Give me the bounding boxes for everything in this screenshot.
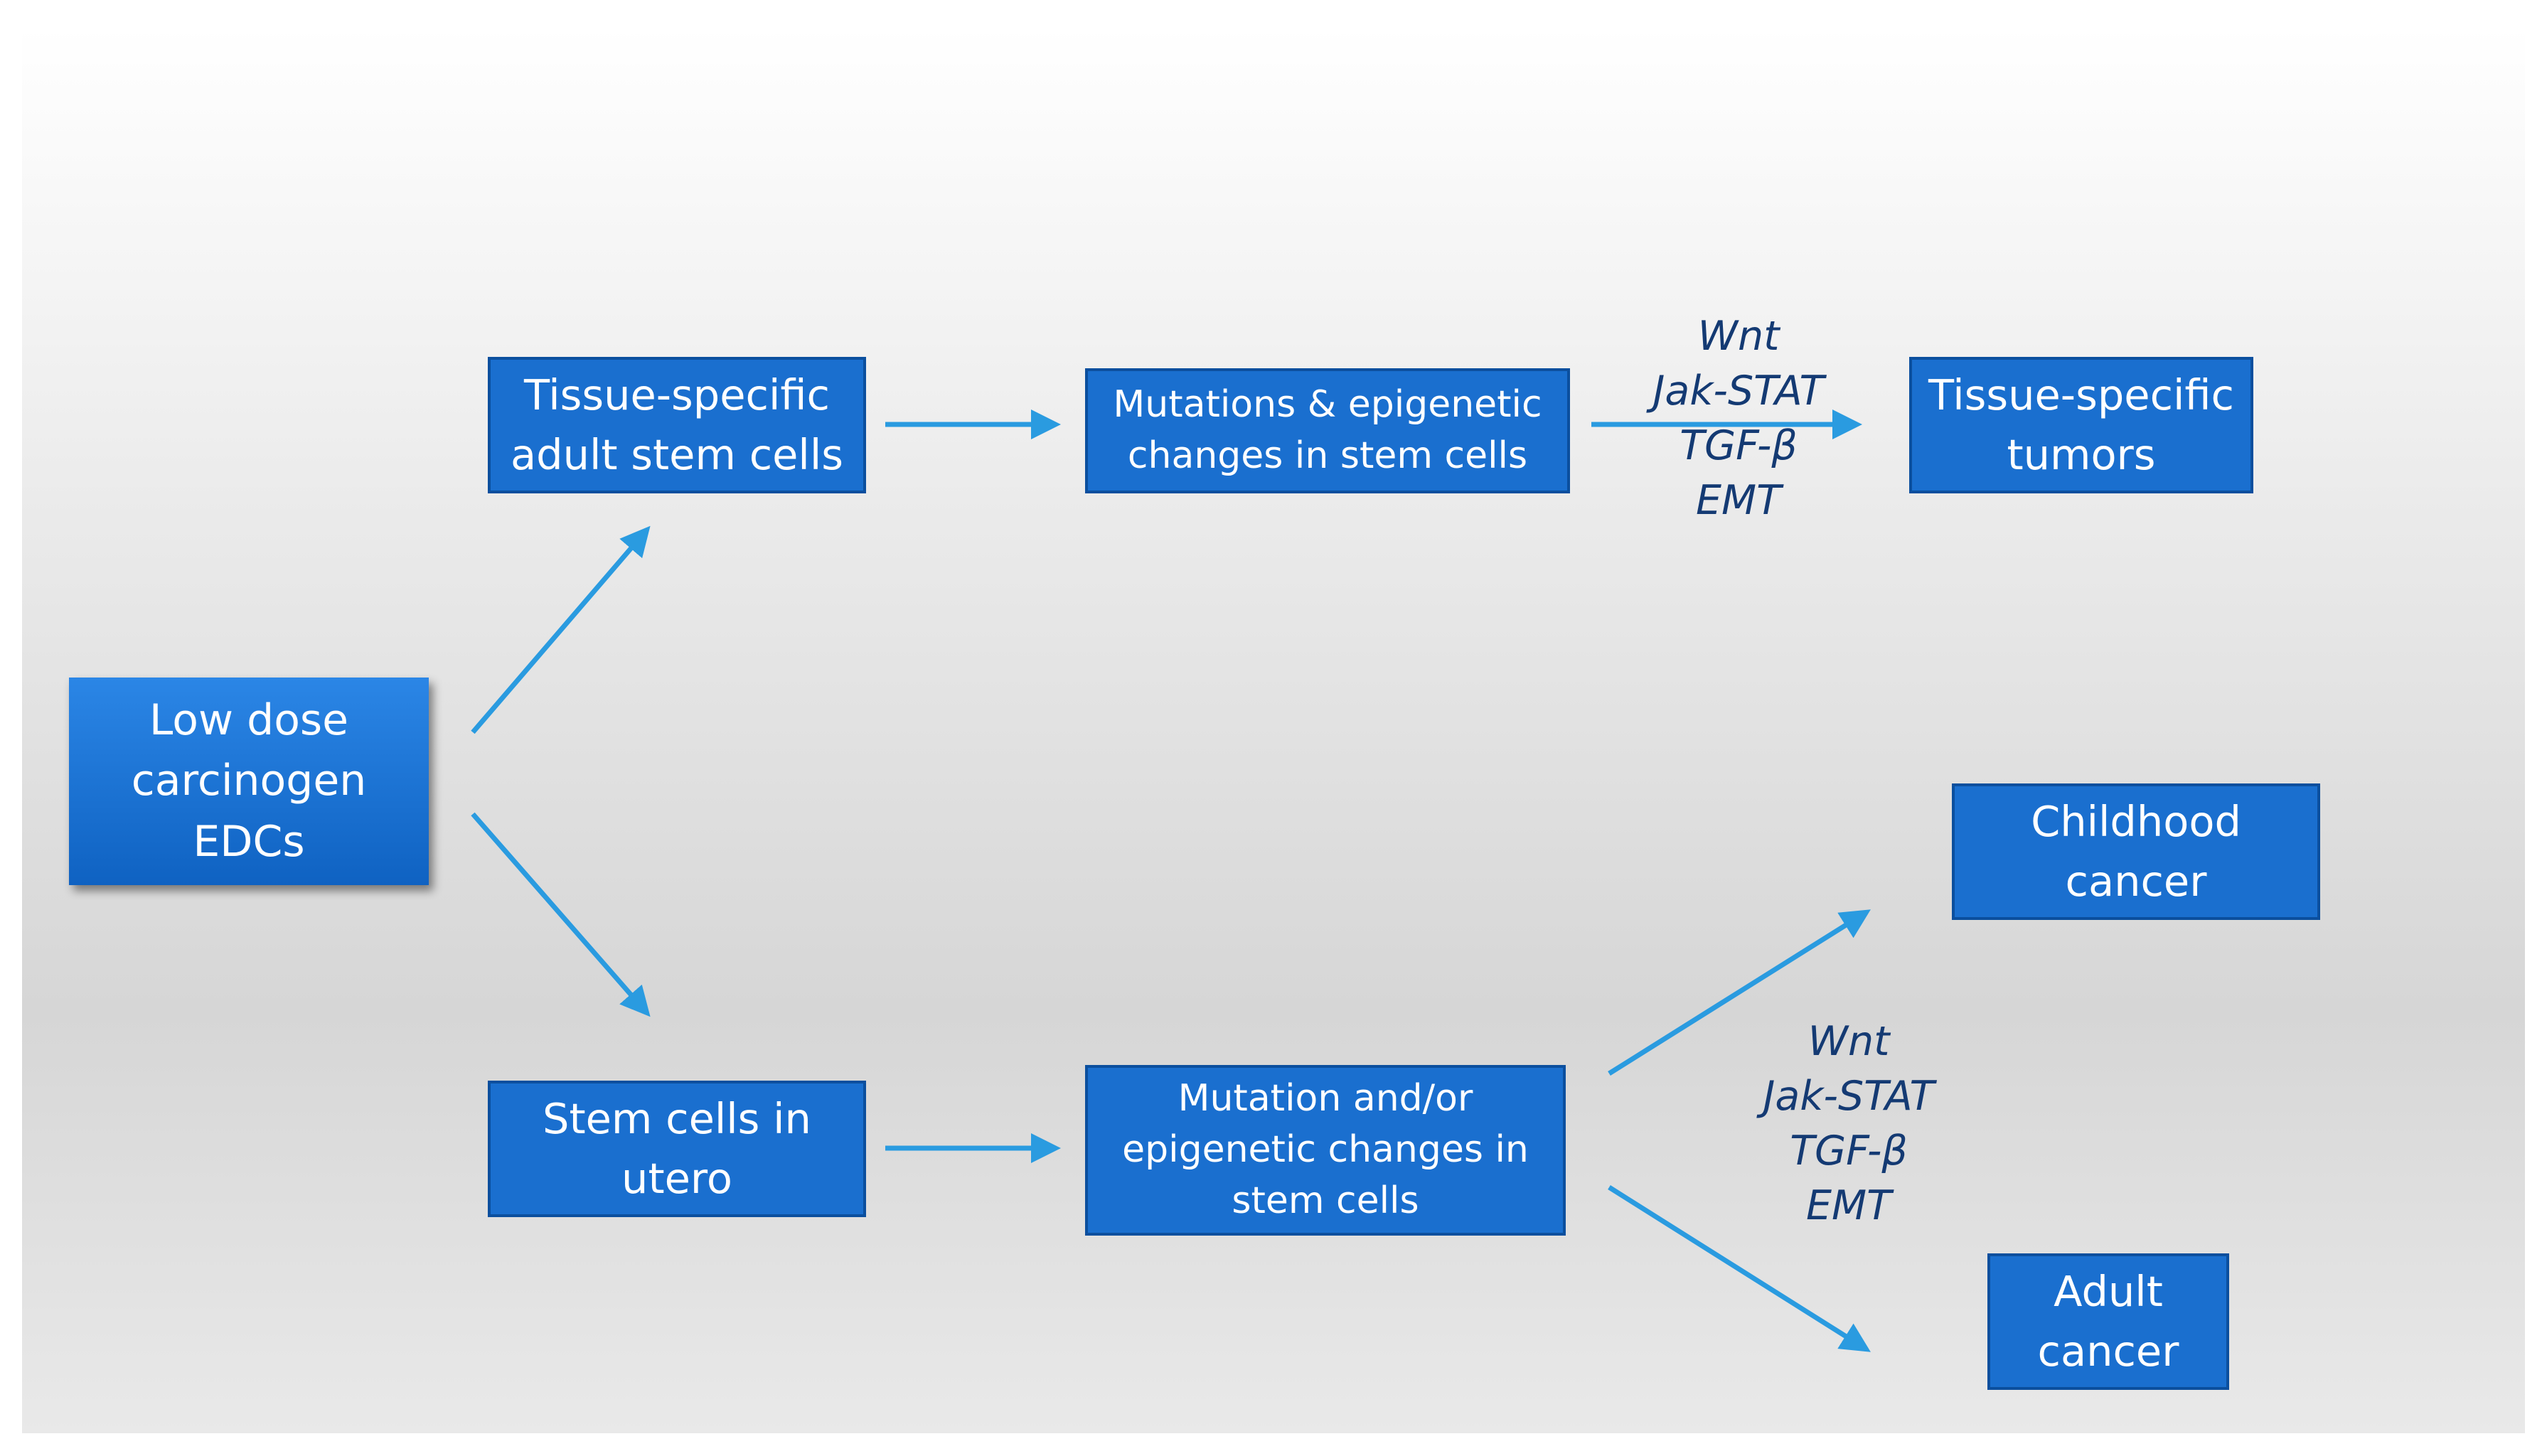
pathway-label: Wnt — [1697, 313, 1780, 360]
arrow-utero-mutation-to-adult-cancer — [1608, 1185, 1871, 1352]
pathway-labels-top: Wnt Jak-STAT TGF-β EMT — [1628, 309, 1849, 528]
node-low-dose-carcinogen: Low dose carcinogen EDCs — [69, 678, 429, 885]
pathway-label: EMT — [1695, 476, 1781, 524]
node-childhood-cancer: Childhood cancer — [1952, 783, 2320, 920]
pathway-label: Jak-STAT — [1652, 367, 1825, 414]
arrow-start-to-adult-stem — [471, 525, 651, 734]
pathway-label: TGF-β — [1680, 422, 1798, 469]
pathway-label: TGF-β — [1790, 1127, 1908, 1174]
pathway-label: EMT — [1805, 1182, 1891, 1229]
arrow-utero-mutation-to-childhood — [1608, 909, 1871, 1076]
pathway-label: Wnt — [1808, 1018, 1890, 1065]
node-adult-cancer: Adult cancer — [1987, 1253, 2229, 1390]
node-adult-mutations: Mutations & epigenetic changes in stem c… — [1085, 368, 1570, 493]
arrow-start-to-utero-stem — [471, 812, 651, 1017]
node-stem-cells-in-utero: Stem cells in utero — [488, 1081, 866, 1217]
node-utero-mutations: Mutation and/or epigenetic changes in st… — [1085, 1065, 1566, 1236]
node-tissue-specific-tumors: Tissue-specific tumors — [1909, 357, 2253, 493]
pathway-label: Jak-STAT — [1763, 1072, 1935, 1120]
node-tissue-specific-adult-stem-cells: Tissue-specific adult stem cells — [488, 357, 866, 493]
pathway-labels-bottom: Wnt Jak-STAT TGF-β EMT — [1739, 1015, 1959, 1233]
